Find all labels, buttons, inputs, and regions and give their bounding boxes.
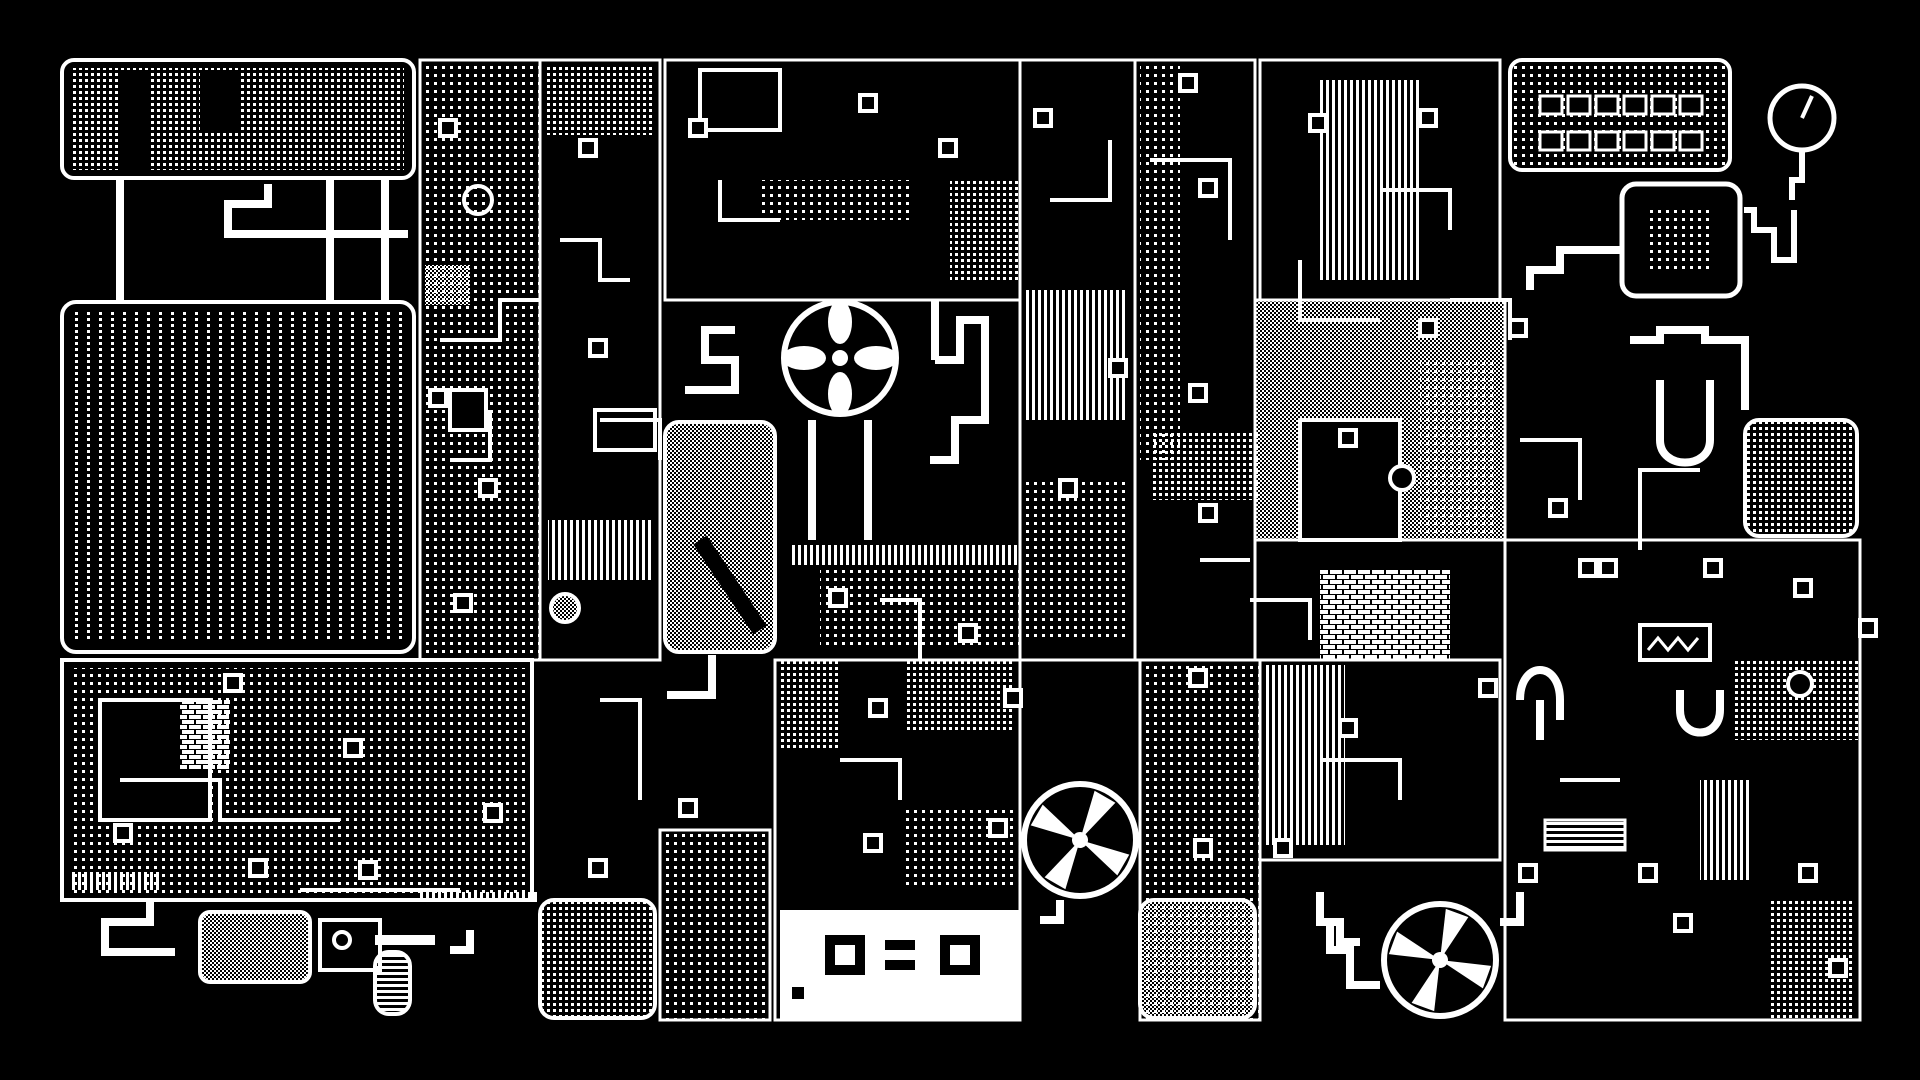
machine-body [60,58,1862,1022]
fan-2-icon [1021,781,1139,899]
fan-3-icon [1381,901,1499,1019]
left-radiator-panel [60,300,416,654]
chip-squares [113,73,1878,1003]
bottom-left-cluster [60,658,534,902]
circuit-traces [120,140,1700,892]
right-dotted-box [1743,418,1859,538]
lower-pipes [450,892,1524,989]
diagonal-mesh-panel [663,420,777,654]
screen-module [1619,181,1743,299]
top-left-panel [60,58,416,180]
